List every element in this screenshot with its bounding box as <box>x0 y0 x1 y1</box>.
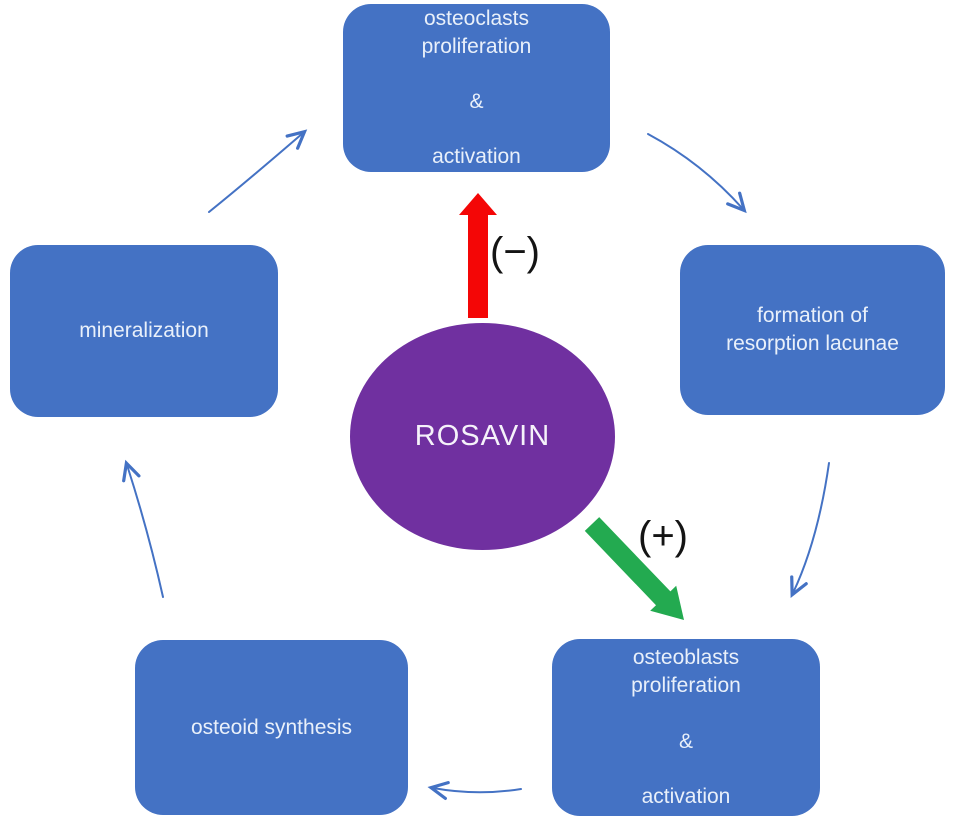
box-mineralization-label: mineralization <box>79 319 209 343</box>
stimulation-arrow-down-right-icon <box>584 517 684 620</box>
rosavin-label: ROSAVIN <box>414 420 551 452</box>
stimulation-sign-label: (+) <box>638 514 688 558</box>
box-osteoblasts: osteoblasts proliferation & activation <box>552 639 820 816</box>
center-ellipse-rosavin: ROSAVIN <box>350 323 615 550</box>
box-osteoclasts-label: osteoclasts proliferation & activation <box>421 6 532 169</box>
box-formation-of-resorption-lacunae-label: formation of resorption lacunae <box>726 304 899 355</box>
box-osteoid-synthesis-label: osteoid synthesis <box>190 715 353 739</box>
cycle-arrow-osteoblasts-to-osteoid <box>427 781 522 800</box>
inhibition-arrow-up-icon <box>459 193 497 318</box>
box-mineralization: mineralization <box>10 245 278 417</box>
cycle-arrow-osteoclasts-to-resorption <box>647 133 747 214</box>
box-formation-of-resorption-lacunae: formation of resorption lacunae <box>680 245 945 415</box>
box-osteoid-synthesis: osteoid synthesis <box>135 640 408 815</box>
box-osteoclasts: osteoclasts proliferation & activation <box>343 4 610 172</box>
inhibition-sign-label: (−) <box>490 230 540 274</box>
cycle-arrow-mineralization-to-osteoclasts <box>208 129 308 213</box>
cycle-arrow-osteoid-to-mineralization <box>122 459 164 598</box>
box-osteoblasts-label: osteoblasts proliferation & activation <box>631 646 741 808</box>
cycle-arrow-resorption-to-osteoblasts <box>790 462 830 599</box>
